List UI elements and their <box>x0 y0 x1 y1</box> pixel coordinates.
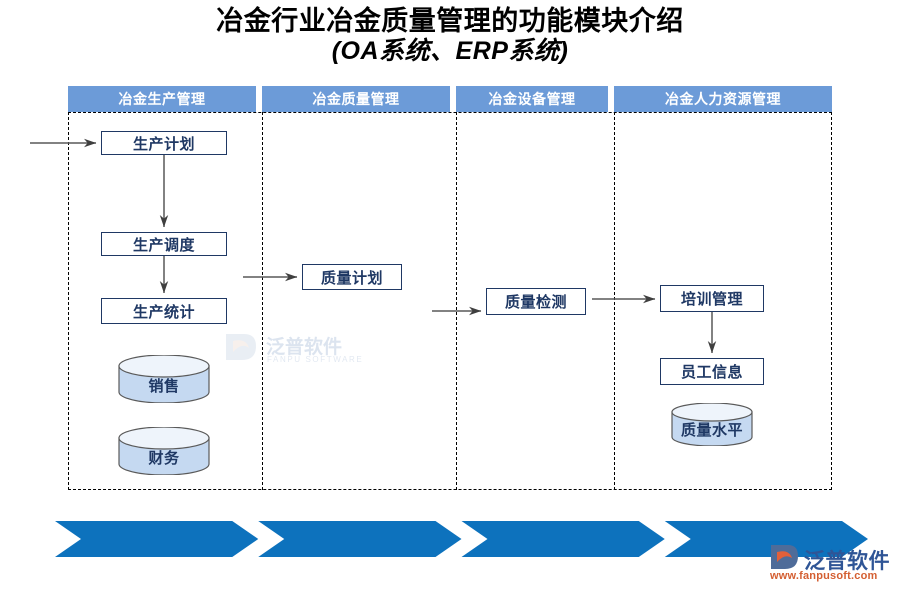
lane-header-hr[interactable]: 冶金人力资源管理 <box>614 86 832 112</box>
node-label: 员工信息 <box>680 364 743 381</box>
lane-header-label: 冶金质量管理 <box>312 91 400 107</box>
brand-name: 泛普软件 <box>804 550 890 573</box>
chevron-band <box>55 521 868 557</box>
lane-divider-2 <box>456 112 457 490</box>
swimlane-container <box>68 112 832 490</box>
lane-header-production[interactable]: 冶金生产管理 <box>68 86 256 112</box>
node-employee-info[interactable]: 员工信息 <box>660 358 764 385</box>
chevron-3[interactable] <box>461 521 665 557</box>
lane-header-label: 冶金生产管理 <box>118 91 206 107</box>
chevron-4[interactable] <box>664 521 868 557</box>
node-sales[interactable]: 销售 <box>118 355 210 403</box>
lane-divider-1 <box>262 112 263 490</box>
node-label: 生产统计 <box>132 303 195 321</box>
brand-logo-icon <box>771 545 798 569</box>
node-quality-inspection[interactable]: 质量检测 <box>486 288 586 315</box>
chevron-1[interactable] <box>55 521 259 557</box>
node-label: 生产计划 <box>132 135 195 153</box>
page-title-line-1: 冶金行业冶金质量管理的功能模块介绍 <box>216 6 684 36</box>
lane-header-equipment[interactable]: 冶金设备管理 <box>456 86 608 112</box>
cylinder-shape <box>118 355 210 403</box>
page-title: 冶金行业冶金质量管理的功能模块介绍 (OA系统、ERP系统) <box>0 6 900 65</box>
node-label: 质量水平 <box>680 422 743 439</box>
node-production-dispatch[interactable]: 生产调度 <box>101 232 227 256</box>
chevron-2[interactable] <box>258 521 462 557</box>
brand-logo[interactable]: 泛普软件 www.fanpusoft.com <box>768 543 892 587</box>
node-label: 培训管理 <box>680 291 743 308</box>
node-label: 财务 <box>148 449 180 467</box>
node-production-plan[interactable]: 生产计划 <box>101 131 227 155</box>
node-label: 销售 <box>148 377 180 395</box>
node-label: 质量计划 <box>320 269 383 287</box>
node-training-mgmt[interactable]: 培训管理 <box>660 285 764 312</box>
brand-url: www.fanpusoft.com <box>770 570 878 582</box>
node-production-stats[interactable]: 生产统计 <box>101 298 227 324</box>
lane-divider-3 <box>614 112 615 490</box>
cylinder-shape <box>671 403 753 446</box>
node-label: 生产调度 <box>132 236 195 254</box>
page-title-line-2: (OA系统、ERP系统) <box>331 36 569 65</box>
lane-header-label: 冶金人力资源管理 <box>665 91 781 107</box>
lane-header-quality[interactable]: 冶金质量管理 <box>262 86 450 112</box>
node-label: 质量检测 <box>504 294 567 311</box>
lane-header-label: 冶金设备管理 <box>488 91 576 107</box>
node-quality-plan[interactable]: 质量计划 <box>302 264 402 290</box>
node-finance[interactable]: 财务 <box>118 427 210 475</box>
cylinder-shape <box>118 427 210 475</box>
node-quality-level[interactable]: 质量水平 <box>671 403 753 446</box>
